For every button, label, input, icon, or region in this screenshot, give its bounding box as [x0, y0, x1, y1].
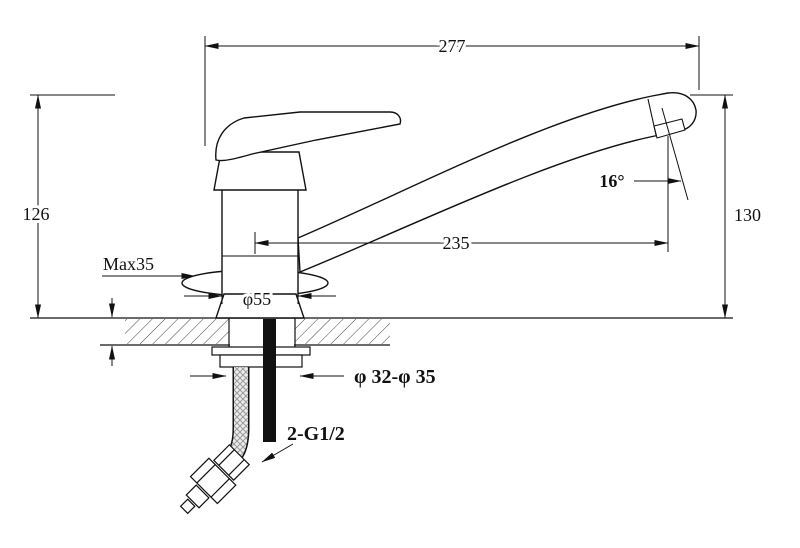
spout-angle-slant-line: [661, 107, 689, 201]
supply-pipe: [263, 319, 276, 442]
dim-thread-leader: [261, 443, 294, 463]
connector-facet-line: [218, 449, 235, 466]
dim-height-left-label: 126: [23, 204, 50, 224]
aerator: [653, 118, 686, 139]
dim-mounting-hole-label: φ 32-φ 35: [354, 366, 436, 388]
lever-handle: [215, 111, 402, 162]
countertop-hatch-right: [295, 319, 390, 344]
dim-height-left: [30, 94, 115, 319]
body-cylinder: [221, 187, 299, 297]
countertop-hatch-left: [125, 319, 229, 344]
hose-connector: [179, 443, 251, 515]
dim-height-right-label: 130: [734, 205, 761, 225]
shank-hole-clear: [230, 319, 294, 347]
dim-hose-thread-label: 2-G1/2: [287, 423, 345, 445]
dim-overall-width-label: 277: [439, 36, 466, 56]
connector-facet-line: [196, 464, 216, 484]
faucet-body-group: [181, 92, 697, 319]
dim-overall-width: [204, 36, 700, 146]
mounting-washer: [211, 346, 311, 356]
connector-tip-end: [179, 498, 196, 515]
dim-max-thickness-label: Max35: [103, 254, 154, 274]
mounting-nut: [219, 354, 303, 368]
spout: [297, 92, 697, 274]
countertop-slab: [30, 317, 733, 346]
dim-spout-angle-label: 16°: [599, 171, 624, 191]
connector-nut-large: [189, 457, 237, 505]
connector-nut-small: [213, 443, 251, 481]
connector-facet-line: [228, 459, 245, 476]
cartridge-cap: [213, 151, 307, 191]
dim-base-diameter-label: φ55: [243, 289, 271, 309]
dim-max-thickness: [102, 273, 196, 366]
mounting-shank: [211, 318, 311, 368]
connector-tip: [185, 484, 210, 509]
dim-height-right: [690, 94, 733, 319]
base-flange: [215, 293, 305, 319]
dim-spout-reach-label: 235: [443, 233, 470, 253]
connector-facet-line: [210, 478, 230, 498]
